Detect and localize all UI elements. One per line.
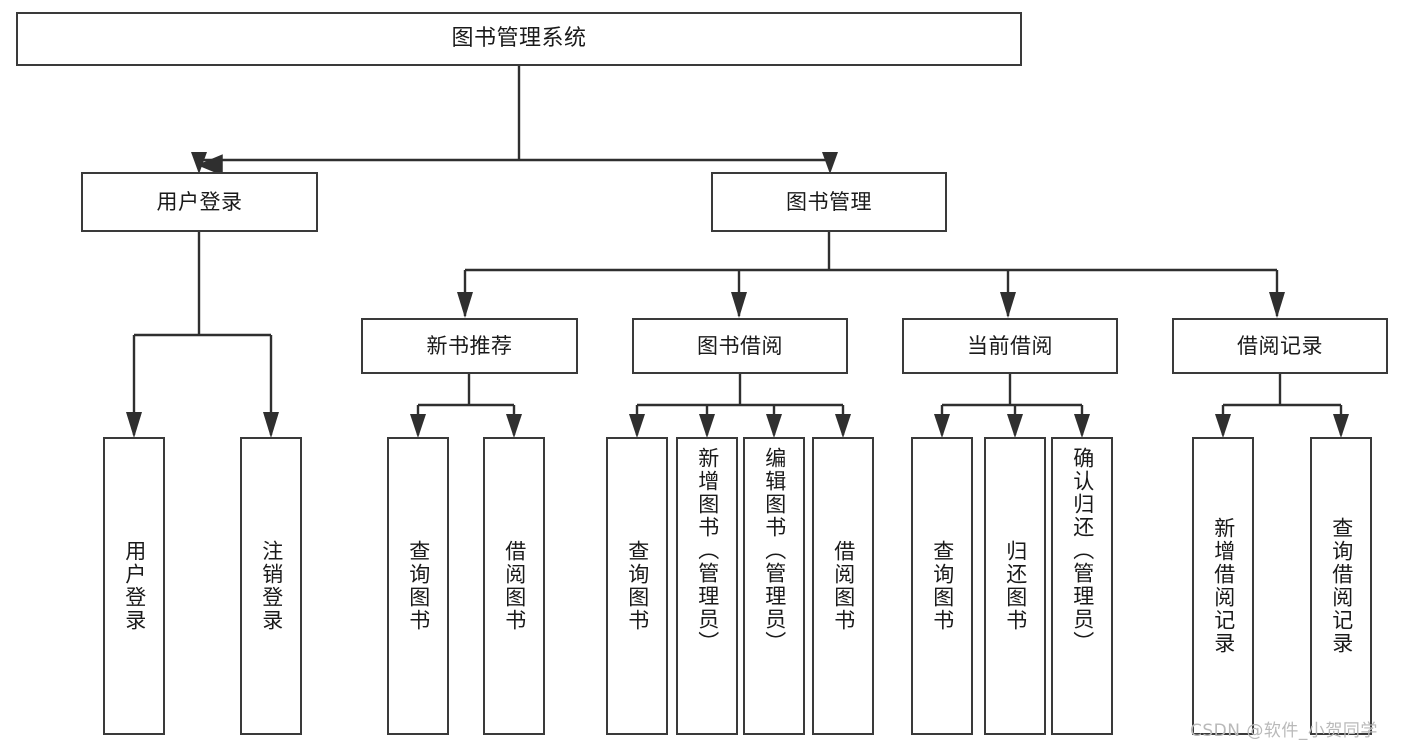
node-leaf-query-book-current[interactable]: 查询图书 <box>911 437 973 735</box>
node-leaf-confirm-return-label: 确认归还（管理员） <box>1070 447 1095 654</box>
node-leaf-borrow-book[interactable]: 借阅图书 <box>812 437 874 735</box>
node-leaf-borrow-book-recommend-label: 借阅图书 <box>502 540 527 632</box>
node-root-system-label: 图书管理系统 <box>451 26 587 52</box>
node-leaf-edit-book[interactable]: 编辑图书（管理员） <box>743 437 805 735</box>
node-user-login-label: 用户登录 <box>156 189 243 214</box>
node-leaf-logout-login-label: 注销登录 <box>259 540 284 632</box>
node-root-system[interactable]: 图书管理系统 <box>16 12 1022 66</box>
node-leaf-add-book[interactable]: 新增图书（管理员） <box>676 437 738 735</box>
node-leaf-query-book-borrow[interactable]: 查询图书 <box>606 437 668 735</box>
node-leaf-query-book-recommend[interactable]: 查询图书 <box>387 437 449 735</box>
node-leaf-confirm-return[interactable]: 确认归还（管理员） <box>1051 437 1113 735</box>
node-leaf-add-book-label: 新增图书（管理员） <box>695 447 720 654</box>
node-book-manage-label: 图书管理 <box>786 189 872 214</box>
csdn-watermark: CSDN @软件_小贺同学 <box>1190 721 1378 741</box>
node-leaf-return-book[interactable]: 归还图书 <box>984 437 1046 735</box>
node-borrow-record-label: 借阅记录 <box>1237 333 1323 358</box>
node-leaf-query-book-recommend-label: 查询图书 <box>406 540 431 632</box>
node-new-book-recommend-label: 新书推荐 <box>426 333 513 358</box>
node-leaf-query-book-borrow-label: 查询图书 <box>625 540 650 632</box>
node-leaf-borrow-book-label: 借阅图书 <box>831 540 856 632</box>
node-leaf-add-borrow-record-label: 新增借阅记录 <box>1211 517 1236 655</box>
node-leaf-borrow-book-recommend[interactable]: 借阅图书 <box>483 437 545 735</box>
node-leaf-query-borrow-record[interactable]: 查询借阅记录 <box>1310 437 1372 735</box>
node-current-borrow[interactable]: 当前借阅 <box>902 318 1118 374</box>
node-leaf-user-login[interactable]: 用户登录 <box>103 437 165 735</box>
node-leaf-query-book-current-label: 查询图书 <box>930 540 955 632</box>
node-leaf-logout-login[interactable]: 注销登录 <box>240 437 302 735</box>
node-current-borrow-label: 当前借阅 <box>967 333 1053 358</box>
node-leaf-add-borrow-record[interactable]: 新增借阅记录 <box>1192 437 1254 735</box>
node-leaf-return-book-label: 归还图书 <box>1003 540 1028 632</box>
node-leaf-edit-book-label: 编辑图书（管理员） <box>762 447 787 654</box>
node-book-manage[interactable]: 图书管理 <box>711 172 947 232</box>
node-leaf-user-login-label: 用户登录 <box>122 540 147 632</box>
node-leaf-query-borrow-record-label: 查询借阅记录 <box>1329 517 1354 655</box>
node-user-login[interactable]: 用户登录 <box>81 172 318 232</box>
node-book-borrow-label: 图书借阅 <box>697 333 783 358</box>
node-new-book-recommend[interactable]: 新书推荐 <box>361 318 578 374</box>
node-book-borrow[interactable]: 图书借阅 <box>632 318 848 374</box>
node-borrow-record[interactable]: 借阅记录 <box>1172 318 1388 374</box>
